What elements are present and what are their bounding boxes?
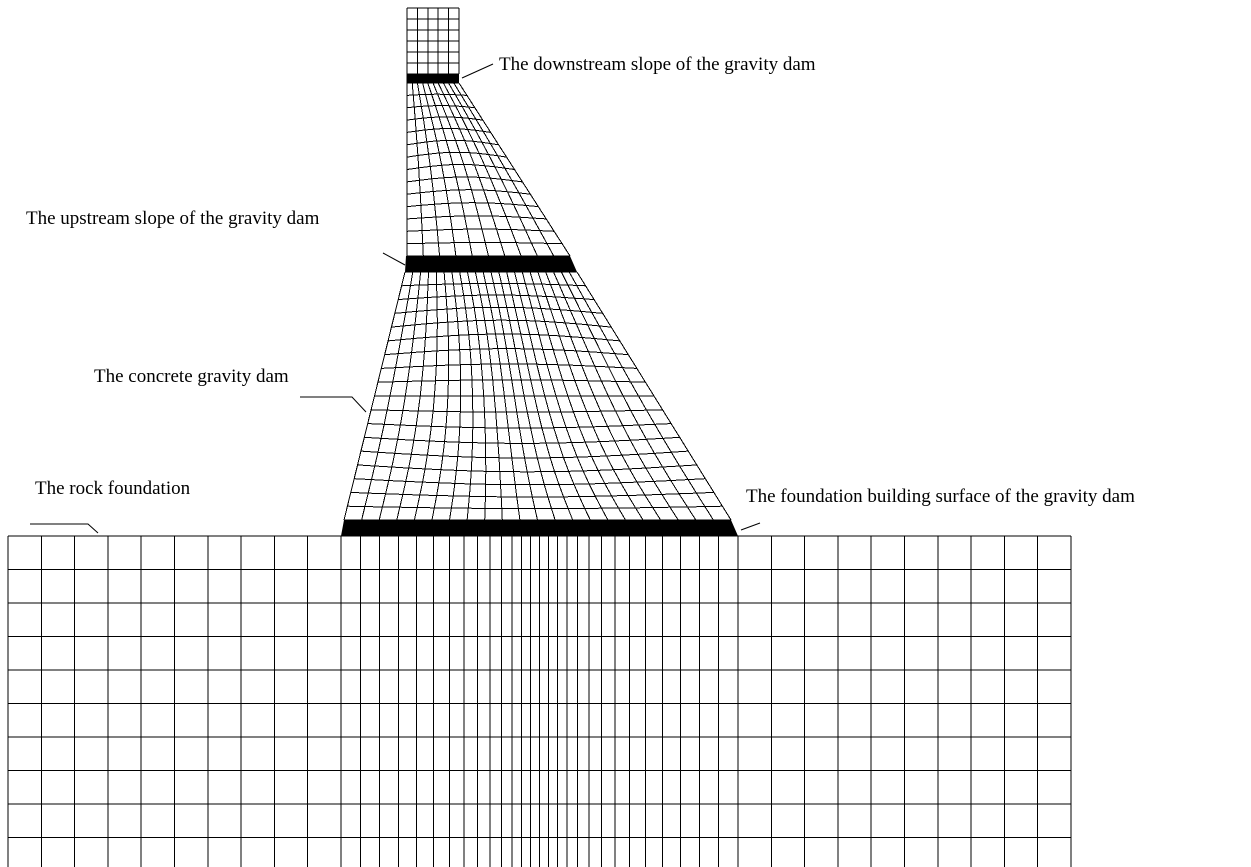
leader-concrete-dam xyxy=(300,396,367,413)
lower-mesh-column xyxy=(529,271,626,521)
lower-mesh-column xyxy=(537,271,644,521)
lower-mesh-column xyxy=(545,271,662,521)
dam-downstream-edge-lower xyxy=(576,271,732,521)
lower-mesh-column xyxy=(474,271,503,521)
upper-mesh-row xyxy=(406,163,515,170)
upper-mesh-row xyxy=(406,228,555,232)
upper-mesh-row xyxy=(406,189,531,195)
label-concrete-dam: The concrete gravity dam xyxy=(94,366,289,387)
upper-mesh-row xyxy=(406,241,563,245)
lower-mesh-column xyxy=(521,271,609,521)
lower-mesh-column xyxy=(560,271,697,521)
upper-mesh-column xyxy=(427,82,473,257)
rock-foundation-mesh xyxy=(7,535,1072,867)
lower-mesh-column xyxy=(396,271,429,521)
label-downstream-slope: The downstream slope of the gravity dam xyxy=(499,54,816,75)
upper-mesh-row xyxy=(406,127,491,133)
upper-mesh-row xyxy=(406,116,483,121)
lower-mesh-column xyxy=(506,271,574,521)
dam-body-mesh xyxy=(343,7,732,521)
upper-mesh-column xyxy=(453,82,555,257)
upper-mesh-row xyxy=(406,215,547,220)
lower-mesh-column xyxy=(467,271,487,521)
label-rock-foundation: The rock foundation xyxy=(35,478,191,499)
lower-mesh-column xyxy=(482,271,521,521)
upper-mesh-row xyxy=(406,104,475,109)
leader-upstream-slope xyxy=(382,252,406,266)
lower-mesh-column xyxy=(431,271,450,521)
dam-downstream-edge-upper xyxy=(458,82,571,257)
lower-mesh-column xyxy=(498,271,556,521)
upper-mesh-row xyxy=(406,139,499,146)
upper-mesh-column xyxy=(416,82,441,257)
upstream-interface-band xyxy=(405,256,577,272)
foundation-interface-band xyxy=(341,520,738,536)
leader-downstream-slope xyxy=(461,63,494,79)
lower-mesh-column xyxy=(490,271,538,521)
upper-mesh-column xyxy=(411,82,424,257)
upper-mesh-row xyxy=(406,151,507,158)
dam-upstream-edge-lower xyxy=(343,271,406,521)
upper-mesh-row xyxy=(406,202,539,208)
lower-mesh-column xyxy=(378,271,422,521)
upper-mesh-column xyxy=(437,82,506,257)
upper-mesh-column xyxy=(448,82,538,257)
upper-mesh-column xyxy=(432,82,489,257)
upper-mesh-row xyxy=(406,176,523,183)
label-foundation-surface: The foundation building surface of the g… xyxy=(746,486,1135,507)
lower-mesh-column xyxy=(361,271,414,521)
lower-mesh-column xyxy=(514,271,591,521)
label-upstream-slope: The upstream slope of the gravity dam xyxy=(26,208,320,229)
leader-foundation-surface xyxy=(740,522,761,531)
upper-mesh-column xyxy=(442,82,522,257)
lower-mesh-column xyxy=(459,271,474,521)
lower-mesh-column xyxy=(568,271,714,521)
lower-mesh-column xyxy=(449,271,462,521)
upper-mesh-row xyxy=(406,93,467,96)
upper-mesh-column xyxy=(422,82,457,257)
lower-mesh-column xyxy=(553,271,679,521)
lower-mesh-column xyxy=(413,271,438,521)
top-interface-band xyxy=(407,74,459,83)
leader-rock-foundation xyxy=(30,523,99,534)
